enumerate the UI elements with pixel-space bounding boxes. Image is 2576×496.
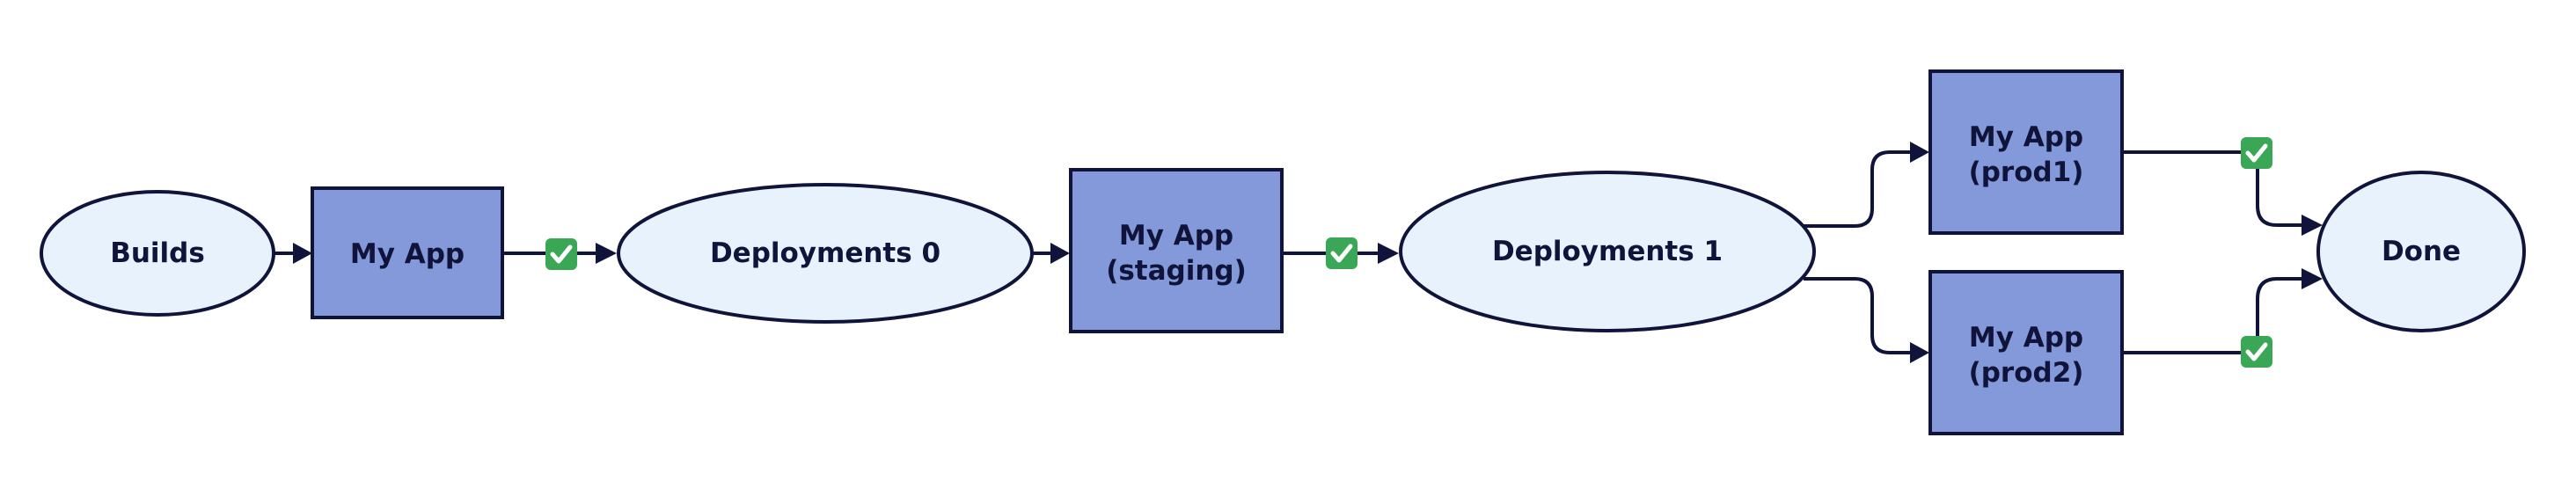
arrowhead-icon: [293, 243, 312, 264]
node-my-app-prod1[interactable]: My App (prod1): [1928, 69, 2124, 235]
edge-prod2-to-done: [2123, 268, 2323, 354]
arrowhead-icon: [2302, 268, 2323, 289]
edge-deployments-0-to-staging: [1033, 243, 1070, 264]
node-my-app-prod2[interactable]: My App (prod2): [1928, 270, 2124, 435]
edge-prod1-to-done: [2123, 150, 2323, 236]
arrowhead-icon: [596, 243, 617, 264]
node-done-label: Done: [2382, 236, 2461, 267]
node-deployments-1-label: Deployments 1: [1492, 236, 1723, 267]
check-mark-icon: [1326, 237, 1358, 269]
edges: [274, 142, 2323, 363]
node-deployments-0[interactable]: Deployments 0: [617, 183, 1034, 324]
node-my-app-prod1-line2: (prod1): [1969, 157, 2084, 188]
node-my-app-staging-line2: (staging): [1106, 255, 1247, 287]
node-done[interactable]: Done: [2316, 171, 2526, 332]
arrowhead-icon: [2302, 215, 2323, 236]
node-my-app-staging[interactable]: My App (staging): [1069, 168, 1284, 333]
node-my-app-staging-line1: My App: [1119, 220, 1233, 252]
node-my-app[interactable]: My App: [311, 186, 504, 319]
check-mark-icon: [2241, 336, 2272, 368]
nodes: Builds My App Deployments 0 My App (stag…: [40, 69, 2526, 435]
arrowhead-icon: [1050, 243, 1070, 264]
node-my-app-label: My App: [350, 238, 465, 270]
arrowhead-icon: [1910, 342, 1929, 363]
edge-deployments-1-to-prod2: [1804, 277, 1929, 363]
edge-builds-to-my-app: [274, 243, 312, 264]
node-builds-label: Builds: [110, 237, 205, 269]
node-my-app-prod1-line1: My App: [1969, 121, 2083, 153]
node-my-app-prod2-line2: (prod2): [1969, 357, 2084, 389]
node-builds[interactable]: Builds: [40, 190, 275, 317]
node-my-app-prod2-line1: My App: [1969, 322, 2083, 354]
check-mark-icon: [545, 238, 577, 270]
status-icons: [545, 137, 2272, 368]
check-mark-icon: [2241, 137, 2272, 169]
node-deployments-0-label: Deployments 0: [710, 237, 940, 269]
node-deployments-1[interactable]: Deployments 1: [1399, 171, 1816, 332]
arrowhead-icon: [1910, 142, 1929, 163]
arrowhead-icon: [1378, 243, 1399, 264]
edge-deployments-1-to-prod1: [1804, 142, 1929, 228]
